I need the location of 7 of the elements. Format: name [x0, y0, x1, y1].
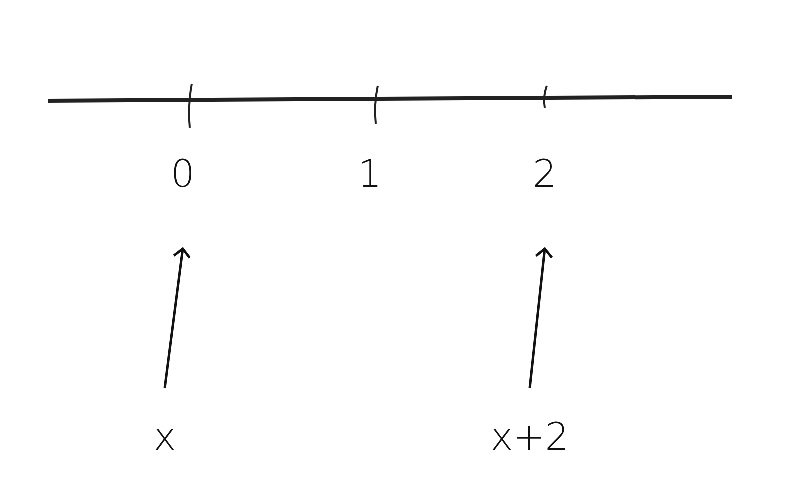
arrow: [528, 248, 554, 388]
arrow: [164, 248, 192, 388]
math-label: x+2: [465, 418, 595, 462]
math-label: 2: [520, 155, 570, 199]
tick-label: 1: [356, 155, 384, 198]
math-label: 0: [158, 155, 208, 199]
math-label: x: [140, 418, 190, 462]
